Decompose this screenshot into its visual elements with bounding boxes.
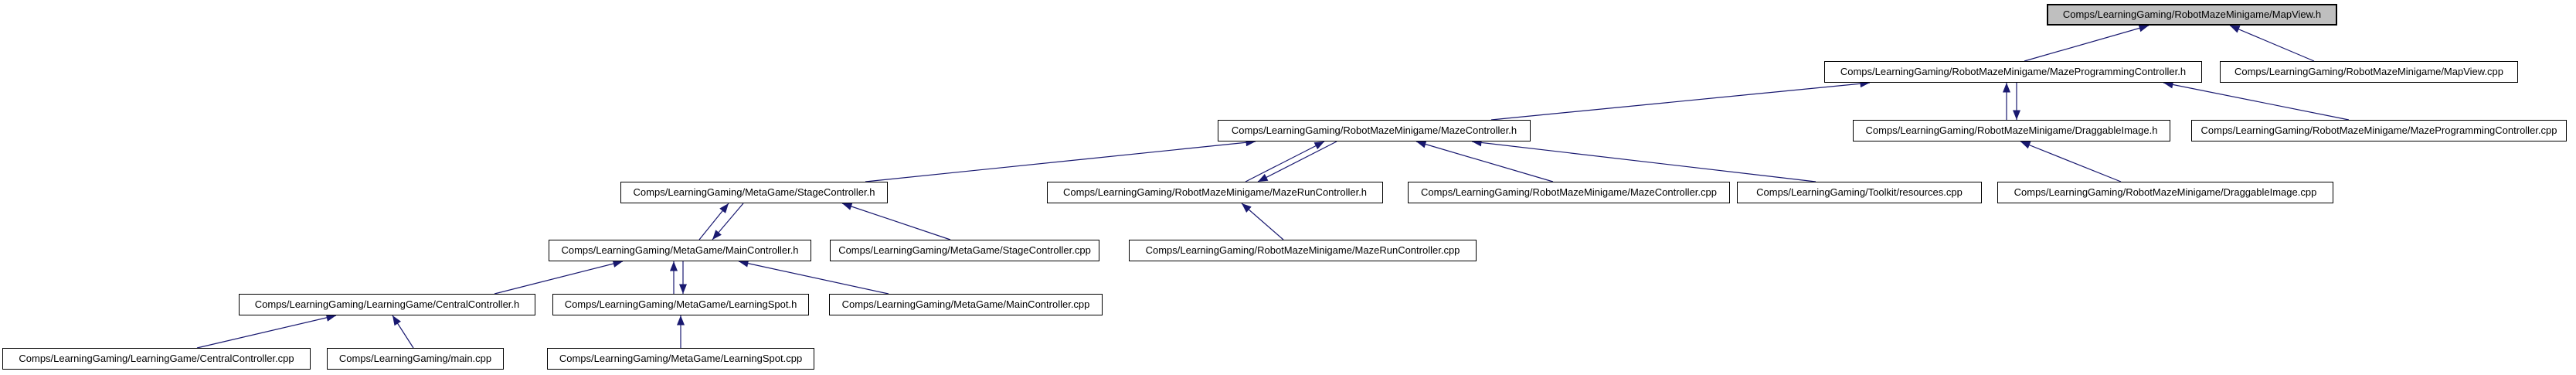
node-mazerun_cpp[interactable]: Comps/LearningGaming/RobotMazeMinigame/M… bbox=[1129, 240, 1477, 261]
node-mazectrl_cpp[interactable]: Comps/LearningGaming/RobotMazeMinigame/M… bbox=[1408, 182, 1730, 203]
node-draggable_h[interactable]: Comps/LearningGaming/RobotMazeMinigame/D… bbox=[1853, 120, 2170, 141]
node-mazectrl_h[interactable]: Comps/LearningGaming/RobotMazeMinigame/M… bbox=[1218, 120, 1531, 141]
edge-stagectrl_h-to-mazectrl_h bbox=[865, 138, 1256, 182]
node-mazeprog_h[interactable]: Comps/LearningGaming/RobotMazeMinigame/M… bbox=[1824, 61, 2202, 83]
edge-resources_cpp-to-mazectrl_h bbox=[1471, 138, 1816, 182]
edge-mazeprog_cpp-to-mazeprog_h bbox=[2163, 80, 2350, 121]
edge-mainctrl_h-to-stagectrl_h bbox=[698, 203, 729, 240]
node-central_cpp[interactable]: Comps/LearningGaming/LearningGame/Centra… bbox=[2, 348, 311, 370]
node-main_cpp[interactable]: Comps/LearningGaming/main.cpp bbox=[327, 348, 504, 370]
node-spot_cpp[interactable]: Comps/LearningGaming/MetaGame/LearningSp… bbox=[547, 348, 814, 370]
node-mapview_cpp[interactable]: Comps/LearningGaming/RobotMazeMinigame/M… bbox=[2220, 61, 2518, 83]
node-draggable_cpp[interactable]: Comps/LearningGaming/RobotMazeMinigame/D… bbox=[1997, 182, 2333, 203]
node-mazerun_h[interactable]: Comps/LearningGaming/RobotMazeMinigame/M… bbox=[1047, 182, 1383, 203]
edge-main_cpp-to-central_h bbox=[392, 315, 414, 349]
edge-central_cpp-to-central_h bbox=[196, 313, 337, 349]
edge-stagectrl_h-to-mainctrl_h bbox=[712, 203, 744, 240]
edge-mazerun_h-to-mazectrl_h bbox=[1245, 141, 1325, 182]
node-mapview_h: Comps/LearningGaming/RobotMazeMinigame/M… bbox=[2047, 4, 2337, 26]
edge-mazectrl_cpp-to-mazectrl_h bbox=[1415, 140, 1554, 182]
edge-central_h-to-mainctrl_h bbox=[494, 260, 624, 295]
edge-draggable_cpp-to-draggable_h bbox=[2020, 141, 2122, 182]
edge-mainctrl_cpp-to-mainctrl_h bbox=[738, 259, 889, 295]
node-resources_cpp[interactable]: Comps/LearningGaming/Toolkit/resources.c… bbox=[1737, 182, 1982, 203]
dependency-edges bbox=[196, 24, 2350, 349]
edge-mazerun_cpp-to-mazerun_h bbox=[1241, 203, 1284, 240]
edge-mazeprog_h-to-mapview_h bbox=[2024, 24, 2149, 62]
node-mainctrl_cpp[interactable]: Comps/LearningGaming/MetaGame/MainContro… bbox=[829, 294, 1103, 315]
node-stagectrl_h[interactable]: Comps/LearningGaming/MetaGame/StageContr… bbox=[620, 182, 888, 203]
node-stagectrl_cpp[interactable]: Comps/LearningGaming/MetaGame/StageContr… bbox=[830, 240, 1099, 261]
node-central_h[interactable]: Comps/LearningGaming/LearningGame/Centra… bbox=[239, 294, 535, 315]
node-spot_h[interactable]: Comps/LearningGaming/MetaGame/LearningSp… bbox=[552, 294, 809, 315]
edge-mazectrl_h-to-mazerun_h bbox=[1257, 141, 1337, 182]
edge-mapview_cpp-to-mapview_h bbox=[2229, 25, 2315, 62]
edge-stagectrl_cpp-to-stagectrl_h bbox=[841, 203, 951, 240]
edge-mazectrl_h-to-mazeprog_h bbox=[1490, 80, 1871, 121]
node-mainctrl_h[interactable]: Comps/LearningGaming/MetaGame/MainContro… bbox=[549, 240, 811, 261]
node-mazeprog_cpp[interactable]: Comps/LearningGaming/RobotMazeMinigame/M… bbox=[2191, 120, 2567, 141]
